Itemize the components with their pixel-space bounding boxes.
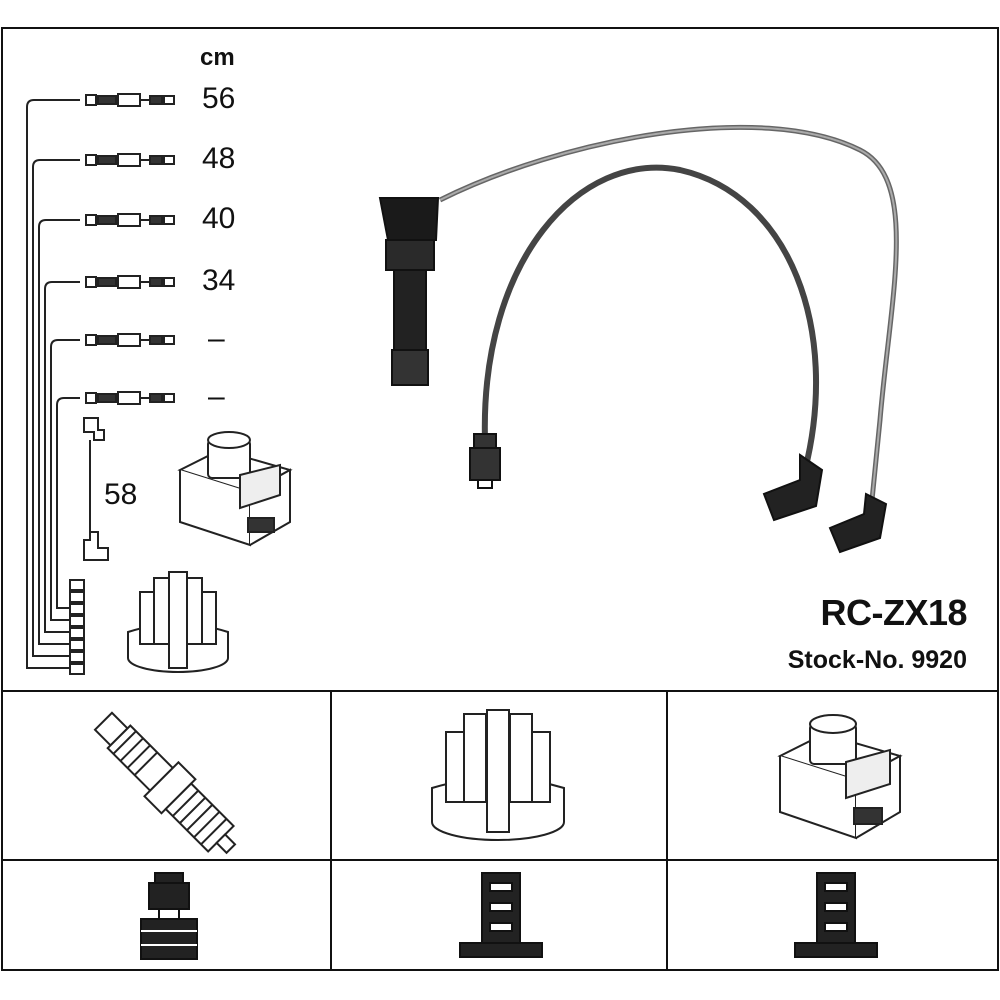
plug-terminal-icon [140,872,198,960]
lead-length-2: 48 [202,142,236,175]
unit-label: cm [200,44,235,71]
distributor-terminal-icon [459,872,543,958]
wire-schematic [26,99,91,669]
lead-connectors [69,93,175,675]
lead-length-3: 40 [202,202,236,235]
distributor-cap-small-icon [127,571,229,673]
product-code: RC-ZX18 [820,592,967,633]
straight-connector-end [469,433,501,489]
ignition-lead-gray [438,124,899,501]
lead-length-5: – [208,322,225,355]
ignition-lead-dark [481,164,819,471]
angled-connector-end-2 [828,492,888,554]
ignition-coil-icon [777,714,903,840]
coil-lead-length: 58 [104,478,138,511]
angled-connector-end-1 [762,453,824,522]
lead-length-1: 56 [202,82,236,115]
lead-length-6: – [208,380,225,413]
distributor-cap-icon [431,709,565,841]
lead-length-4: 34 [202,264,236,297]
spark-plug-icon [93,711,237,855]
coil-terminal-icon [794,872,878,958]
stock-number: Stock-No. 9920 [787,646,967,674]
spark-plug-boot-long [378,197,440,386]
ignition-coil-small-icon [177,431,293,547]
frame [1,27,999,971]
